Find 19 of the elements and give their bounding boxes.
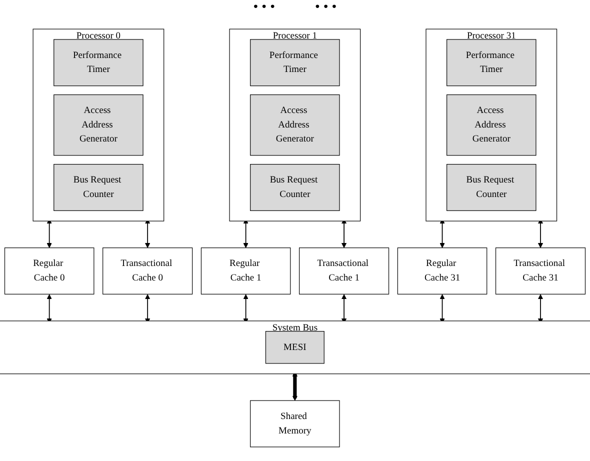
unit-box: Performance Timer <box>250 39 340 86</box>
unit-box: Shared Memory <box>250 400 340 448</box>
unit-box: Access Address Generator <box>250 94 340 156</box>
ellipsis-dots: • • • <box>315 0 337 17</box>
unit-box: Regular Cache 1 <box>200 248 291 294</box>
unit-box: Transactional Cache 31 <box>495 248 586 294</box>
unit-box: Transactional Cache 0 <box>102 248 193 294</box>
unit-box: Regular Cache 31 <box>397 248 488 294</box>
ellipsis-dots: • • • <box>253 0 275 17</box>
unit-box: Bus Request Counter <box>446 164 536 211</box>
unit-box: Regular Cache 0 <box>4 248 94 294</box>
unit-box: Access Address Generator <box>446 94 536 156</box>
unit-box: Bus Request Counter <box>54 164 144 211</box>
unit-box: Access Address Generator <box>54 94 144 156</box>
unit-box: Performance Timer <box>446 39 536 86</box>
unit-box: Transactional Cache 1 <box>299 248 390 294</box>
unit-box: Performance Timer <box>54 39 144 86</box>
unit-box: Bus Request Counter <box>250 164 340 211</box>
unit-box: MESI <box>265 331 324 364</box>
